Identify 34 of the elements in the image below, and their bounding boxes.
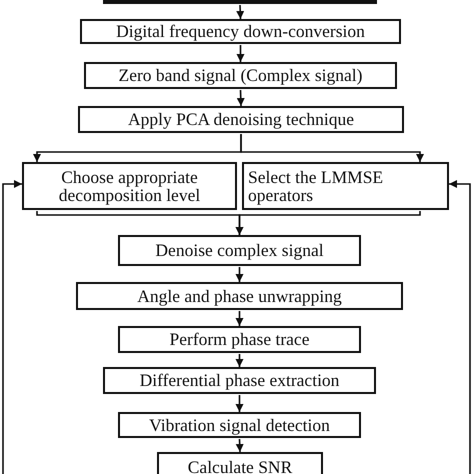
arrow (236, 438, 244, 452)
arrow (236, 4, 244, 20)
box-text: Calculate SNR (188, 458, 292, 474)
arrow (236, 311, 244, 326)
box-text: Vibration signal detection (149, 416, 330, 434)
process-box (103, 367, 376, 394)
arrow (236, 267, 244, 282)
box-text: Digital frequency down-conversion (116, 22, 365, 41)
process-box (118, 412, 361, 438)
process-box (84, 62, 397, 89)
arrow (240, 134, 424, 162)
box-text: Choose appropriate decomposition level (58, 168, 202, 204)
process-box (76, 282, 403, 310)
arrow (236, 90, 245, 106)
box-text: Denoise complex signal (155, 241, 324, 260)
box-text: Apply PCA denoising technique (128, 110, 354, 129)
process-box (157, 452, 323, 474)
arrow (236, 211, 421, 235)
process-box (22, 162, 237, 210)
process-box (118, 235, 361, 266)
box-text: Differential phase extraction (140, 371, 340, 390)
arrow (236, 395, 244, 412)
process-box (118, 326, 361, 353)
box-text: Perform phase trace (170, 330, 310, 349)
arrow (449, 180, 471, 474)
box-text: Select the LMMSE operators (248, 168, 384, 204)
arrow (236, 354, 244, 367)
arrow (236, 45, 244, 62)
box-text: Angle and phase unwrapping (137, 286, 342, 306)
process-box (78, 106, 404, 133)
arrow (2, 180, 22, 474)
box-text: Zero band signal (Complex signal) (118, 66, 362, 85)
process-box (242, 162, 449, 210)
process-box (80, 19, 401, 44)
